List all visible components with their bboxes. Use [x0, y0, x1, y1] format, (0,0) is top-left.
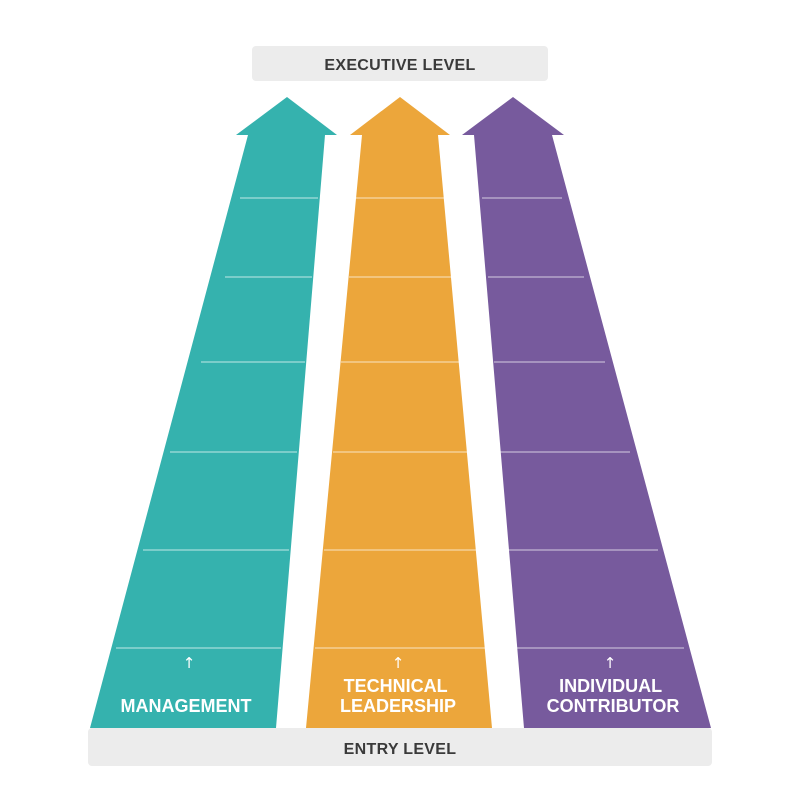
entry-level-banner: ENTRY LEVEL	[88, 728, 712, 766]
individual-contributor-up-arrow-icon: ↑	[604, 654, 617, 672]
track-technical-leadership: ↑ TECHNICAL LEADERSHIP	[306, 97, 492, 728]
individual-contributor-rungs	[482, 197, 684, 649]
individual-contributor-arrow	[462, 97, 711, 728]
technical-leadership-rungs	[315, 197, 485, 649]
track-management: ↑ MANAGEMENT	[90, 97, 337, 728]
individual-contributor-label-line: CONTRIBUTOR	[547, 696, 680, 716]
executive-level-banner: EXECUTIVE LEVEL	[252, 46, 548, 81]
management-arrow	[90, 97, 337, 728]
technical-leadership-arrow	[306, 97, 492, 728]
management-up-arrow-icon: ↑	[183, 654, 196, 672]
executive-level-box	[252, 46, 548, 81]
management-rungs	[116, 197, 318, 649]
executive-level-label: EXECUTIVE LEVEL	[324, 57, 475, 74]
entry-level-box	[88, 728, 712, 766]
individual-contributor-label: INDIVIDUAL CONTRIBUTOR	[547, 676, 680, 716]
technical-leadership-label-line: LEADERSHIP	[340, 696, 456, 716]
track-individual-contributor: ↑ INDIVIDUAL CONTRIBUTOR	[462, 97, 711, 728]
technical-leadership-up-arrow-icon: ↑	[392, 654, 405, 672]
individual-contributor-label-line: INDIVIDUAL	[559, 676, 662, 696]
management-label-line: MANAGEMENT	[121, 696, 252, 716]
technical-leadership-label-line: TECHNICAL	[344, 676, 448, 696]
management-label: MANAGEMENT	[121, 696, 252, 716]
entry-level-label: ENTRY LEVEL	[344, 741, 457, 758]
technical-leadership-label: TECHNICAL LEADERSHIP	[340, 676, 456, 716]
